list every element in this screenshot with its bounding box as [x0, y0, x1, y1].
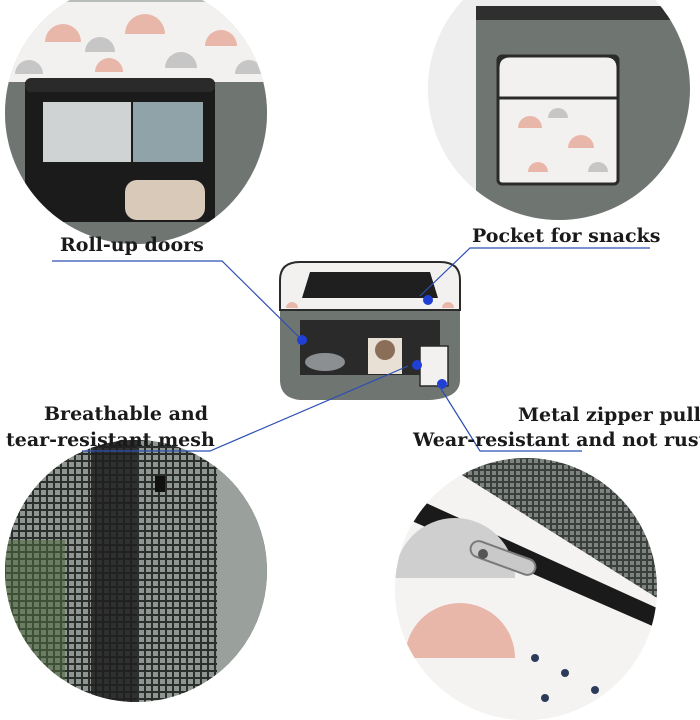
breathable-mesh-label-line2: tear-resistant mesh [6, 429, 215, 451]
pocket-leader [419, 247, 650, 297]
zipper-illustration [395, 458, 657, 720]
pocket-for-snacks-label: Pocket for snacks [472, 225, 661, 247]
zipper-pull-label-line1: Metal zipper pull [518, 404, 700, 426]
mesh-leader [82, 365, 409, 452]
zipper-detail [395, 458, 657, 720]
roll-up-doors-label: Roll-up doors [60, 234, 204, 256]
zipper-pull-label-line2: Wear-resistant and not rust [413, 429, 700, 451]
callout-leader-lines [52, 247, 650, 452]
playpen-product [270, 250, 470, 410]
zipper-leader [437, 383, 582, 452]
playpen-illustration [279, 261, 461, 400]
roll-up-leader [52, 260, 303, 341]
snack-pocket-detail [428, 0, 690, 220]
breathable-mesh-label-line1: Breathable and [44, 403, 208, 425]
